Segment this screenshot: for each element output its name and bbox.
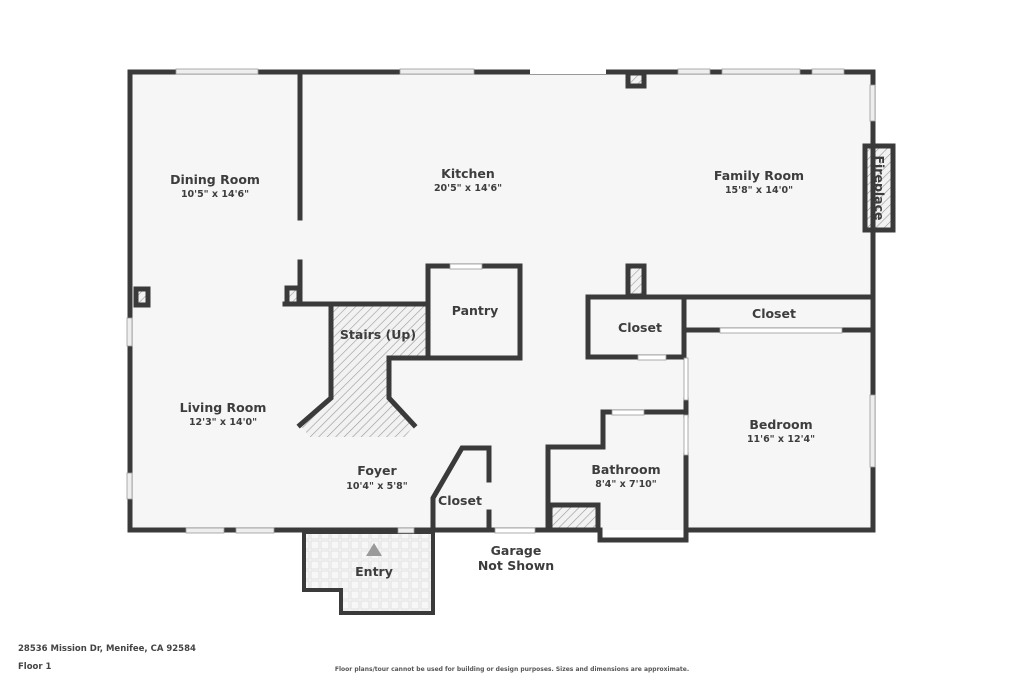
- closet-bedroom-label: Closet: [752, 306, 796, 321]
- closet-foyer-label: Closet: [438, 493, 482, 508]
- bedroom-dims: 11'6" x 12'4": [747, 434, 815, 445]
- kitchen-dims: 20'5" x 14'6": [434, 183, 502, 194]
- closet-hall-label: Closet: [618, 320, 662, 335]
- windows: [126, 68, 876, 534]
- stairs-label: Stairs (Up): [340, 327, 416, 342]
- fireplace-box: [865, 146, 893, 230]
- entry-label: Entry: [355, 564, 393, 579]
- bathroom-dims: 8'4" x 7'10": [595, 479, 657, 490]
- foyer-label: Foyer: [357, 463, 397, 478]
- foyer-dims: 10'4" x 5'8": [346, 481, 408, 492]
- garage-label: Garage: [491, 543, 542, 558]
- family-room-label: Family Room: [714, 168, 804, 183]
- fireplace-label: Fireplace: [872, 155, 887, 220]
- floor-label: Floor 1: [18, 662, 52, 672]
- family-room-dims: 15'8" x 14'0": [725, 185, 793, 196]
- living-room-label: Living Room: [180, 400, 267, 415]
- pantry-label: Pantry: [452, 303, 498, 318]
- entry-arrow-icon: [366, 543, 382, 556]
- bathroom-label: Bathroom: [591, 462, 660, 477]
- property-address: 28536 Mission Dr, Menifee, CA 92584: [18, 644, 196, 654]
- living-room-dims: 12'3" x 14'0": [189, 417, 257, 428]
- disclaimer: Floor plans/tour cannot be used for buil…: [334, 666, 690, 673]
- garage-note: Not Shown: [478, 558, 554, 573]
- room-labels: Dining Room 10'5" x 14'6" Kitchen 20'5" …: [170, 155, 887, 579]
- kitchen-label: Kitchen: [441, 166, 495, 181]
- floor-area: [130, 72, 873, 530]
- dining-room-label: Dining Room: [170, 172, 260, 187]
- dining-room-dims: 10'5" x 14'6": [181, 189, 249, 200]
- bedroom-label: Bedroom: [749, 417, 812, 432]
